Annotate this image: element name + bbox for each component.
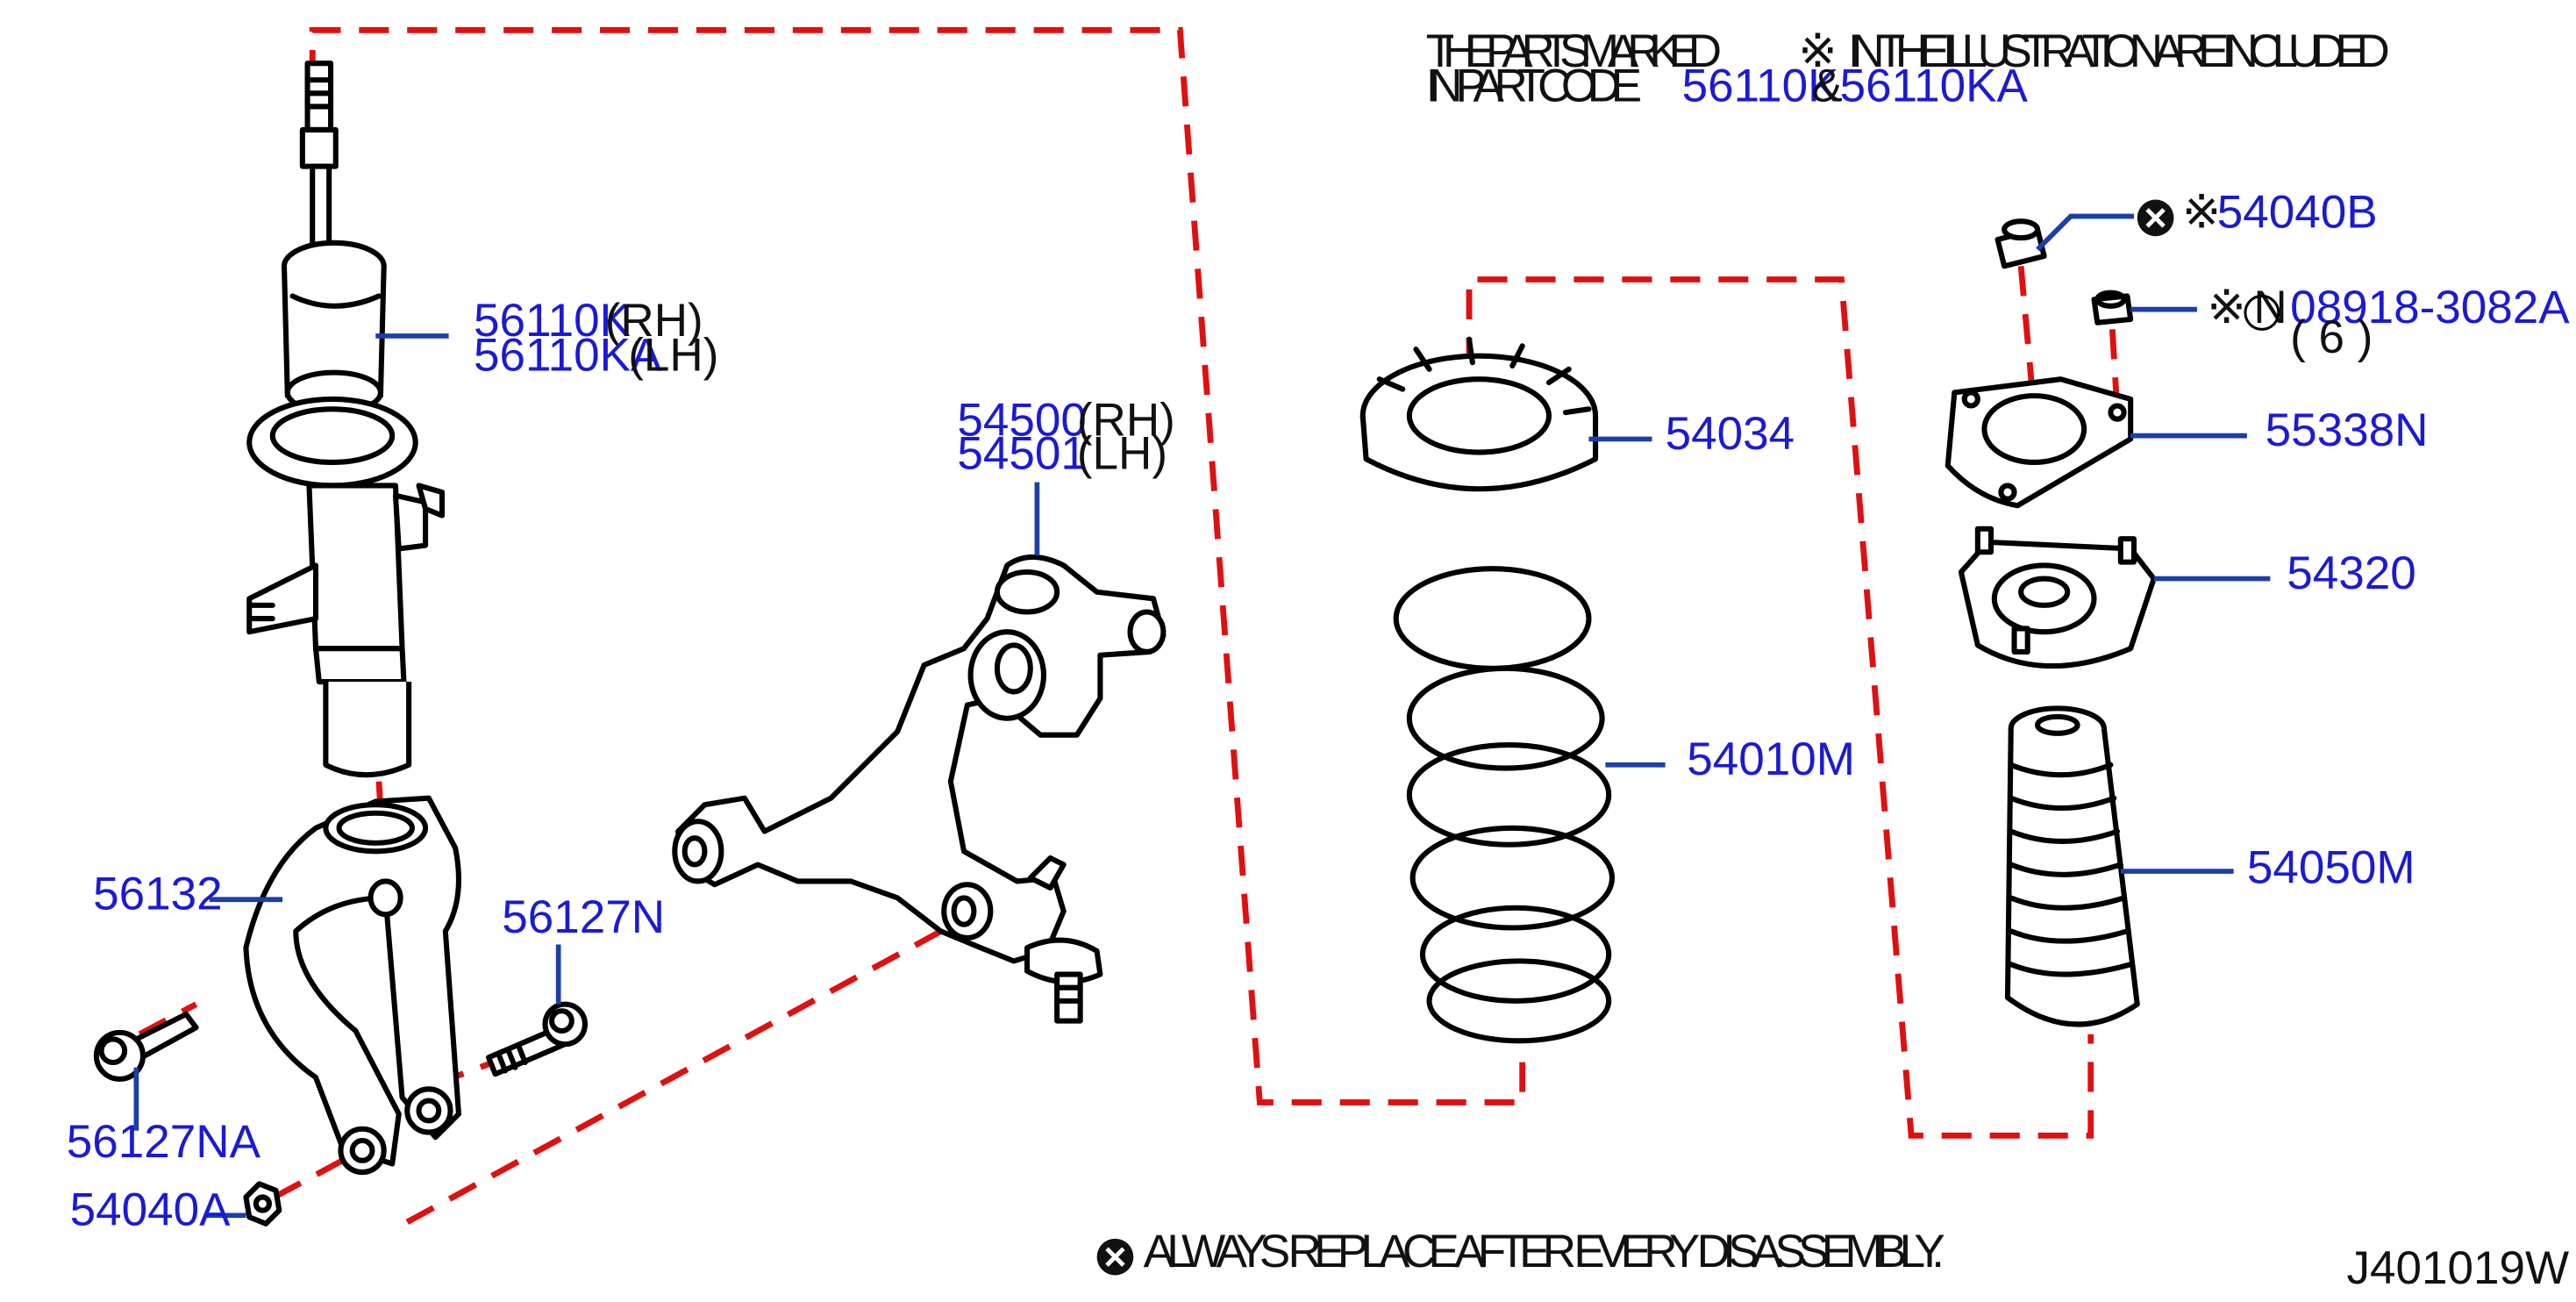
callout-small-nut-circle: N <box>2253 282 2287 333</box>
diagram-code: J401019W <box>2347 1242 2570 1294</box>
small-nut <box>2091 290 2134 326</box>
leader-lines <box>133 213 2271 1219</box>
fork-assembly <box>243 795 462 1176</box>
callout-fork: 56132 <box>93 869 223 920</box>
strut-assembly <box>246 61 446 778</box>
callout-plate: 55338N <box>2266 404 2429 456</box>
callout-strut-lh-side: (LH) <box>628 330 718 382</box>
note-line1-a: THE PARTS MARKED <box>1426 25 1722 77</box>
callout-small-nut-mark: ※ <box>2207 282 2245 333</box>
callout-strut-lh: 56110KA <box>474 330 662 382</box>
insulator <box>1958 526 2157 669</box>
callout-seat: 54034 <box>1666 408 1795 460</box>
callout-insulator: 54320 <box>2287 547 2416 599</box>
callout-strut-rh: 56110K <box>474 295 631 347</box>
top-nut <box>1994 218 2047 269</box>
callout-arm-lh-side: (LH) <box>1077 428 1167 480</box>
callout-spring: 54010M <box>1687 733 1855 785</box>
bolt-right <box>486 1001 589 1077</box>
note-amp: & <box>1811 61 1842 112</box>
note-code1: 56110K <box>1682 61 1839 112</box>
spring-seat <box>1359 336 1599 492</box>
callout-arm-lh: 54501 <box>957 428 1087 480</box>
callout-small-nut: 08918-3082A <box>2290 282 2570 333</box>
callout-top-nut-mark: ※ <box>2182 187 2221 239</box>
circled-x-icon <box>2137 199 2174 237</box>
callout-small-nut-qty: ( 6 ) <box>2290 311 2373 363</box>
note-line1-b: IN THE ILLUSTRATION ARE INCLUDED <box>1848 25 2390 77</box>
callout-bound-bumper: 54050M <box>2247 841 2415 893</box>
callout-bolt-right: 56127N <box>502 891 665 943</box>
callout-strut-rh-side: (RH) <box>605 295 703 347</box>
mounting-plate <box>1944 376 2134 509</box>
footer-replace-text: ALWAYS REPLACE AFTER EVERY DISASSEMBLY. <box>1144 1226 1945 1277</box>
nut-bottom <box>243 1181 282 1227</box>
lower-arm <box>672 554 1167 1024</box>
note-line1-mark: ※ <box>1798 25 1837 77</box>
bolt-left <box>93 1011 199 1082</box>
coil-spring <box>1393 566 1616 1044</box>
callout-nut-bottom: 54040A <box>70 1184 232 1236</box>
callout-arm-rh-side: (RH) <box>1077 395 1175 447</box>
callout-bolt-left: 56127NA <box>67 1116 261 1168</box>
callout-top-nut: 54040B <box>2217 187 2378 239</box>
circled-x-icon <box>1096 1238 1134 1276</box>
note-code2: 56110KA <box>1840 61 2029 112</box>
bound-bumper <box>2004 705 2140 1027</box>
circle-n-icon <box>2244 294 2280 331</box>
callout-arm-rh: 54500 <box>957 395 1087 447</box>
note-line2-a: IN PART CODE <box>1426 61 1642 112</box>
